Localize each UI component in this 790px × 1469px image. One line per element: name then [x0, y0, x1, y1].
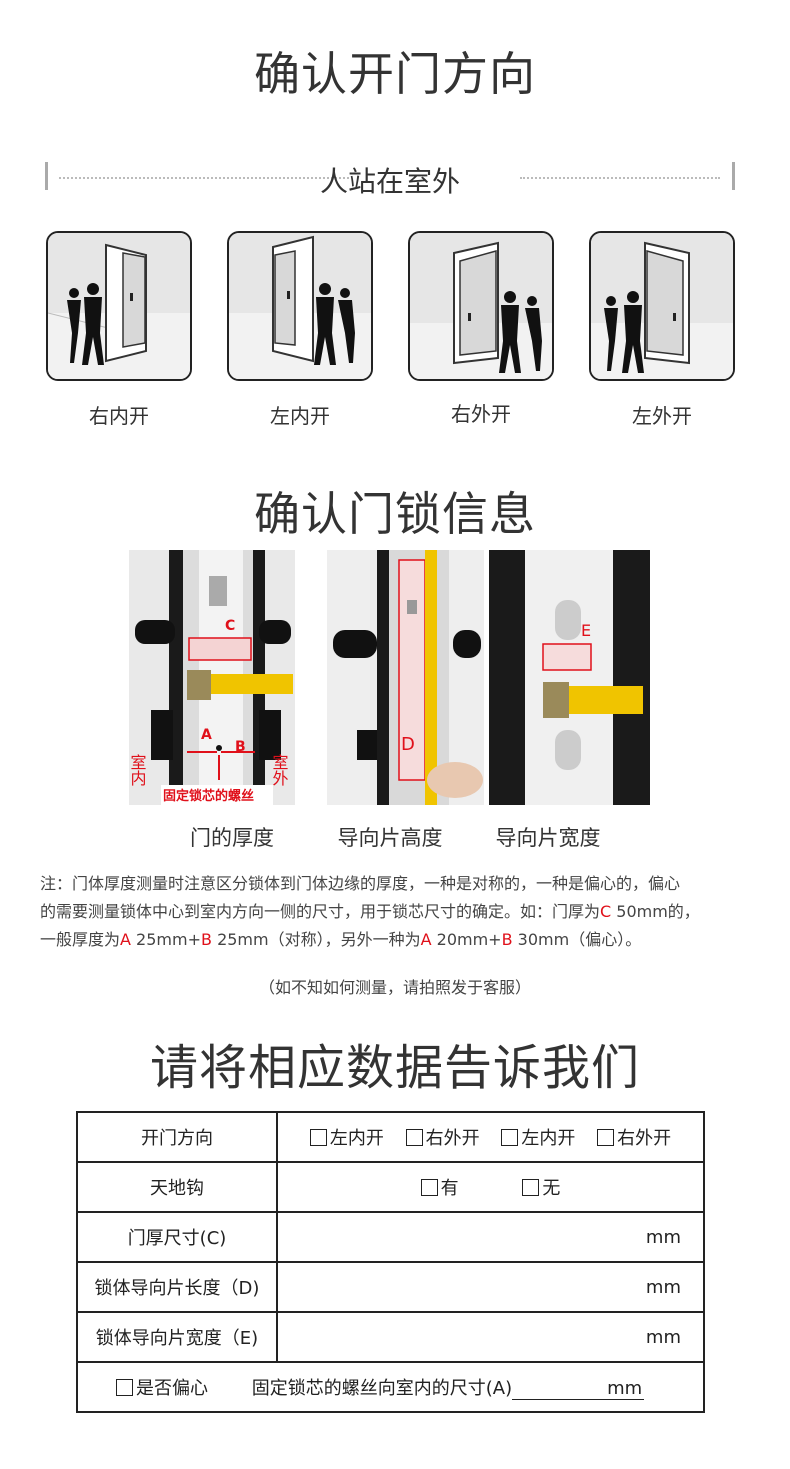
- form-label: 锁体导向片宽度（E): [76, 1311, 278, 1363]
- subtitle-text: 人站在室外: [319, 165, 460, 198]
- screw-dimension-input[interactable]: [512, 1381, 608, 1400]
- checkbox[interactable]: [522, 1179, 540, 1196]
- option-label: 左内开: [521, 1128, 576, 1149]
- form-row-guide-width: 锁体导向片宽度（E) mm: [76, 1311, 705, 1363]
- unit-label: mm: [645, 1226, 681, 1248]
- form-row-hook: 天地钩 有 无: [76, 1161, 705, 1213]
- note-text: 25mm+: [130, 930, 201, 949]
- option-right-outward-2[interactable]: 右外开: [597, 1124, 671, 1150]
- option-label: 是否偏心: [136, 1378, 208, 1399]
- checkbox[interactable]: [116, 1379, 133, 1396]
- form-options: 有 无: [276, 1161, 705, 1213]
- form-label: 天地钩: [76, 1161, 278, 1213]
- input-guide-length[interactable]: mm: [276, 1261, 705, 1313]
- eccentric-cell: 是否偏心 固定锁芯的螺丝向室内的尺寸(A) mm: [76, 1361, 705, 1413]
- form-row-guide-length: 锁体导向片长度（D) mm: [76, 1261, 705, 1313]
- contact-hint: （如不知如何测量，请拍照发于客服）: [258, 978, 531, 997]
- subtitle-left-bar: [45, 162, 48, 190]
- people-silhouette: [314, 283, 355, 365]
- option-no[interactable]: 无: [522, 1174, 560, 1200]
- subtitle-dots-right: [520, 177, 720, 179]
- option-eccentric[interactable]: 是否偏心: [116, 1374, 208, 1400]
- mark-c: C: [225, 618, 235, 634]
- option-right-outward[interactable]: 右外开: [405, 1124, 480, 1150]
- door-image-left-inward: [227, 231, 373, 381]
- checkbox[interactable]: [501, 1129, 519, 1146]
- option-label: 右外开: [425, 1128, 480, 1149]
- note-mark-b: B: [501, 930, 513, 949]
- people-silhouette: [67, 283, 104, 365]
- photo-door-thickness: C A B 室内 室外 固定锁芯的螺丝: [129, 550, 295, 805]
- option-left-inward[interactable]: 左内开: [309, 1124, 384, 1150]
- note-line-3: 一般厚度为A 25mm+B 25mm（对称），另外一种为A 20mm+B 30m…: [40, 926, 760, 954]
- mark-d: D: [401, 734, 415, 755]
- subtitle-bar: 人站在室外: [45, 160, 735, 198]
- input-guide-width[interactable]: mm: [276, 1311, 705, 1363]
- door-image-right-inward: [46, 231, 192, 381]
- photo-guide-height: D: [327, 550, 484, 805]
- input-door-thickness[interactable]: mm: [276, 1211, 705, 1263]
- mark-outdoor: 室外: [270, 754, 289, 786]
- mark-screw: 固定锁芯的螺丝: [163, 788, 254, 804]
- people-silhouette: [499, 291, 542, 373]
- section-title-lock-info: 确认门锁信息: [254, 487, 536, 541]
- door-image-left-outward: [589, 231, 735, 381]
- option-label: 右外开: [617, 1128, 672, 1149]
- note-text: 一般厚度为: [40, 930, 121, 949]
- note-text: 50mm的，: [611, 902, 700, 921]
- screw-dimension-label: 固定锁芯的螺丝向室内的尺寸(A): [251, 1378, 513, 1399]
- option-label: 左内开: [329, 1128, 384, 1149]
- note-line-1: 注：门体厚度测量时注意区分锁体到门体边缘的厚度，一种是对称的，一种是偏心的，偏心: [40, 874, 681, 893]
- caption-guide-height: 导向片高度: [337, 826, 443, 850]
- door-label-right-outward: 右外开: [451, 402, 511, 426]
- note-text: 30mm（偏心）。: [512, 930, 642, 949]
- note-line-2: 的需要测量锁体中心到室内方向一侧的尺寸，用于锁芯尺寸的确定。如：门厚为C 50m…: [40, 898, 760, 926]
- note-text: 25mm（对称），另外一种为: [211, 930, 421, 949]
- door-label-right-inward: 右内开: [89, 404, 149, 428]
- mark-indoor: 室内: [129, 754, 147, 787]
- option-left-inward-2[interactable]: 左内开: [501, 1124, 575, 1150]
- option-label: 有: [440, 1178, 459, 1199]
- photo-guide-width: E: [489, 550, 650, 805]
- note-text: 20mm+: [431, 930, 502, 949]
- note-mark-a: A: [420, 930, 432, 949]
- note-mark-b: B: [201, 930, 212, 949]
- unit-label: mm: [607, 1378, 645, 1400]
- form-row-door-thickness: 门厚尺寸(C) mm: [76, 1211, 705, 1263]
- checkbox[interactable]: [597, 1129, 615, 1146]
- section-title-form: 请将相应数据告诉我们: [149, 1040, 640, 1096]
- checkbox[interactable]: [420, 1179, 438, 1196]
- checkbox[interactable]: [309, 1129, 327, 1146]
- unit-label: mm: [645, 1326, 681, 1348]
- subtitle-dots-left: [59, 177, 349, 179]
- measurement-note: 注：门体厚度测量时注意区分锁体到门体边缘的厚度，一种是对称的，一种是偏心的，偏心…: [40, 870, 760, 954]
- form-label: 门厚尺寸(C): [76, 1211, 278, 1263]
- checkbox[interactable]: [405, 1129, 423, 1146]
- form-label: 锁体导向片长度（D): [76, 1261, 278, 1313]
- note-text: 的需要测量锁体中心到室内方向一侧的尺寸，用于锁芯尺寸的确定。如：门厚为: [40, 902, 601, 921]
- mark-b: B: [235, 739, 246, 755]
- note-mark-c: C: [600, 902, 612, 921]
- door-image-right-outward: [408, 231, 554, 381]
- form-row-eccentric: 是否偏心 固定锁芯的螺丝向室内的尺寸(A) mm: [76, 1361, 705, 1413]
- caption-guide-width: 导向片宽度: [495, 826, 601, 850]
- people-silhouette: [604, 291, 644, 373]
- unit-label: mm: [645, 1276, 681, 1298]
- mark-e: E: [581, 621, 591, 640]
- option-label: 无: [542, 1178, 561, 1199]
- form-label: 开门方向: [76, 1111, 278, 1163]
- mark-a: A: [201, 727, 212, 743]
- door-label-left-inward: 左内开: [270, 404, 330, 428]
- caption-door-thickness: 门的厚度: [190, 826, 274, 850]
- form-row-door-direction: 开门方向 左内开 右外开 左内开 右外开: [76, 1111, 705, 1163]
- section-title-door-direction: 确认开门方向: [254, 47, 536, 101]
- note-mark-a: A: [120, 930, 131, 949]
- option-yes[interactable]: 有: [420, 1174, 459, 1200]
- subtitle-right-bar: [732, 162, 735, 190]
- door-label-left-outward: 左外开: [632, 404, 692, 428]
- order-info-form: 开门方向 左内开 右外开 左内开 右外开 天地钩 有 无 门厚尺寸(C) mm …: [76, 1111, 705, 1413]
- form-options: 左内开 右外开 左内开 右外开: [276, 1111, 705, 1163]
